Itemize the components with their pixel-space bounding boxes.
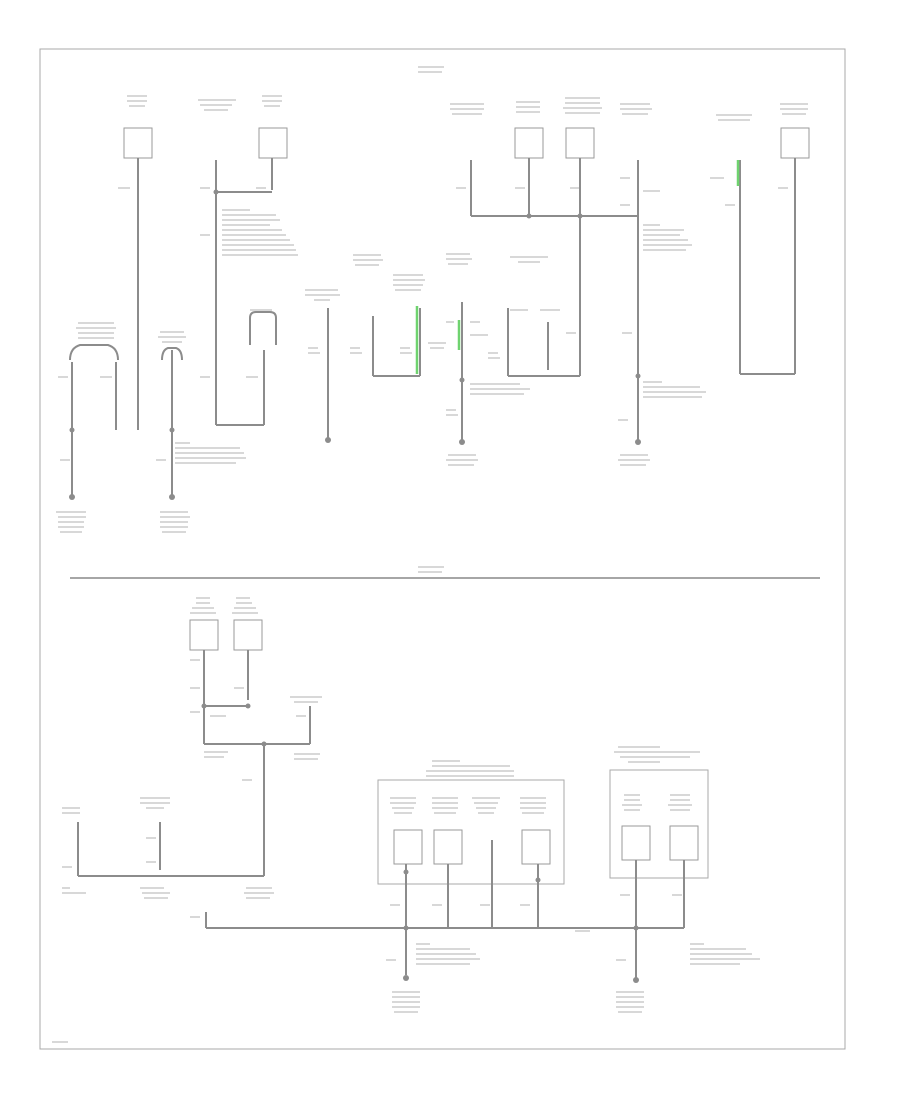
wire-junction xyxy=(69,427,75,433)
wire-junction xyxy=(261,741,267,747)
wire-junction xyxy=(403,975,409,981)
component-box-7 xyxy=(233,619,263,651)
wire-junction xyxy=(169,427,175,433)
wire-junction xyxy=(526,213,532,219)
wire-junction xyxy=(459,377,465,383)
wire-segment xyxy=(69,344,119,361)
wire-junction xyxy=(633,977,639,983)
wire-segment xyxy=(161,347,183,361)
component-box-9 xyxy=(433,829,463,865)
wire-junction xyxy=(403,869,409,875)
wire-junction xyxy=(169,494,175,500)
wire-junction xyxy=(201,703,207,709)
wire-junction xyxy=(325,437,331,443)
component-box-11 xyxy=(621,825,651,861)
wire-junction xyxy=(577,213,583,219)
illegible-labels-lower xyxy=(52,566,760,1043)
module-frame-center xyxy=(377,779,565,885)
wire-segment xyxy=(249,311,277,345)
wire-junction xyxy=(213,189,219,195)
wire-junction xyxy=(633,925,639,931)
illegible-labels-upper xyxy=(56,66,808,533)
component-box-10 xyxy=(521,829,551,865)
wire-junction xyxy=(535,877,541,883)
component-box-3 xyxy=(514,127,544,159)
wire-junction xyxy=(635,373,641,379)
lower-section xyxy=(52,566,760,1043)
diagram-frame xyxy=(39,48,846,1050)
wire-junction xyxy=(69,494,75,500)
component-box-1 xyxy=(123,127,153,159)
component-box-5 xyxy=(780,127,810,159)
component-box-2 xyxy=(258,127,288,159)
component-box-8 xyxy=(393,829,423,865)
wire-junction xyxy=(635,439,641,445)
wire-junction xyxy=(403,925,409,931)
component-box-12 xyxy=(669,825,699,861)
module-frame-right xyxy=(609,769,709,879)
wire-junction xyxy=(459,439,465,445)
component-box-6 xyxy=(189,619,219,651)
wire-junction xyxy=(245,703,251,709)
upper-section xyxy=(56,66,810,533)
component-box-4 xyxy=(565,127,595,159)
